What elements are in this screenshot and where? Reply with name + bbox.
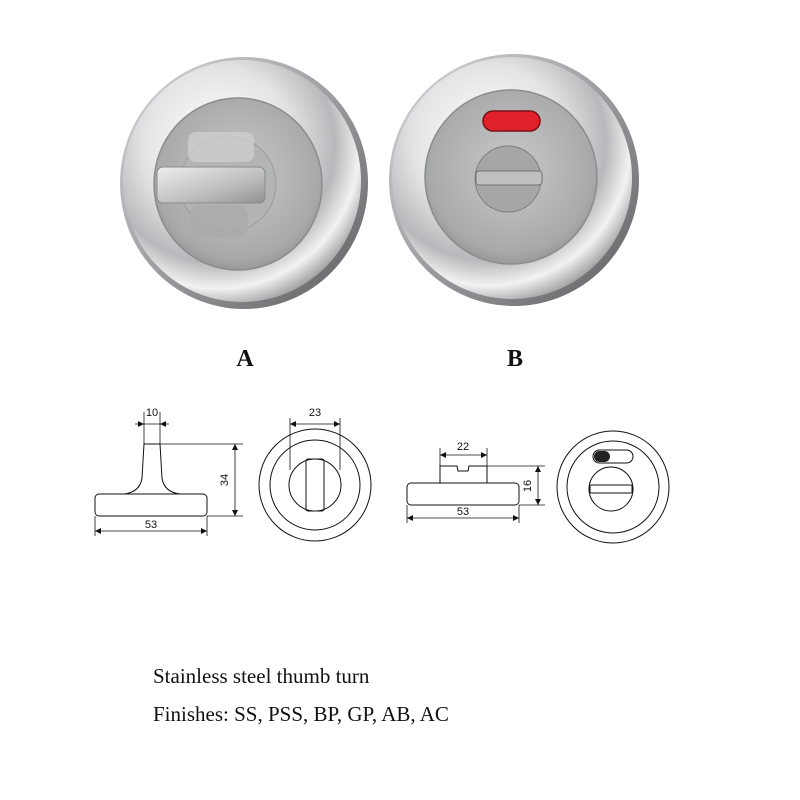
caption-description: Stainless steel thumb turn bbox=[153, 664, 370, 688]
drawing-b-outer-ring bbox=[556, 430, 670, 544]
drawing-a-front bbox=[258, 418, 372, 542]
drawing-a-outer-ring bbox=[258, 428, 372, 542]
dim-b-top-width: 22 bbox=[457, 441, 469, 453]
dim-b-base-width: 53 bbox=[457, 506, 469, 518]
product-a-thumb-turn bbox=[156, 166, 266, 204]
drawing-a-base bbox=[94, 493, 208, 517]
drawing-a-side bbox=[94, 412, 243, 536]
caption-finishes: Finishes: SS, PSS, BP, GP, AB, AC bbox=[153, 702, 449, 726]
product-b-label: B bbox=[507, 346, 523, 372]
drawing-b-base bbox=[406, 482, 520, 506]
product-b-indicator bbox=[482, 110, 541, 132]
dim-a-base-width: 53 bbox=[145, 519, 157, 531]
dim-a-knob-width: 23 bbox=[309, 407, 321, 419]
product-b-photo bbox=[389, 54, 639, 306]
product-a-label: A bbox=[236, 346, 254, 372]
drawing-a-stem bbox=[123, 443, 181, 495]
drawing-b-front bbox=[556, 430, 670, 544]
drawing-a-thumb-turn bbox=[305, 458, 325, 512]
dim-a-top-width: 10 bbox=[146, 407, 158, 419]
drawing-b-slot bbox=[589, 484, 633, 494]
drawing-b-side bbox=[406, 448, 545, 523]
product-b-slot bbox=[475, 170, 543, 186]
drawing-b-indicator bbox=[592, 449, 634, 464]
dim-b-height: 16 bbox=[522, 480, 534, 492]
dim-a-height: 34 bbox=[219, 474, 231, 486]
product-a-photo bbox=[120, 57, 368, 309]
drawing-b-knob bbox=[439, 465, 488, 483]
